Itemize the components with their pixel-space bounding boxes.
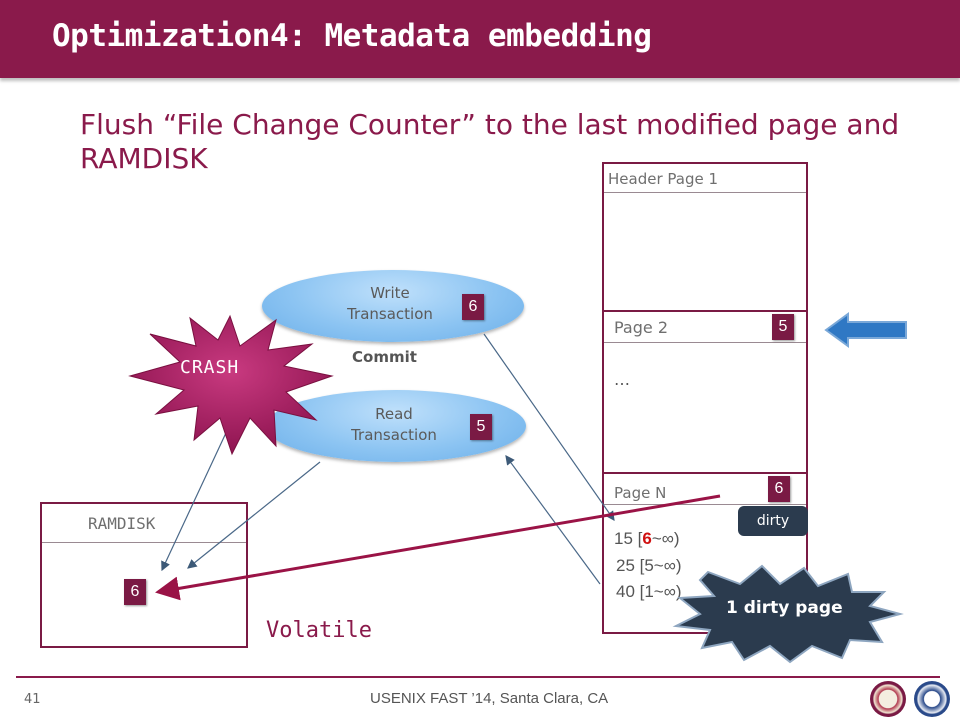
write-label-line: Write xyxy=(370,284,410,302)
slide-subtitle: Flush “File Change Counter” to the last … xyxy=(80,108,900,175)
ramdisk-counter-badge: 6 xyxy=(124,579,146,605)
database-file: Header Page 1 Page 2 … Page N xyxy=(602,162,808,634)
write-transaction-label: Write Transaction xyxy=(320,283,460,325)
page2-label: Page 2 xyxy=(614,318,668,337)
divider xyxy=(604,472,806,474)
header-page-label: Header Page 1 xyxy=(608,170,719,188)
tuple-suffix: ~∞) xyxy=(651,529,680,548)
page-number: 41 xyxy=(24,692,41,707)
callout-label: 1 dirty page xyxy=(726,598,843,618)
arrow-page-to-read xyxy=(505,455,601,585)
arrow-read-to-ramdisk xyxy=(187,461,321,569)
flush-arrow xyxy=(155,494,721,601)
read-transaction-label: Read Transaction xyxy=(324,404,464,446)
arrow-crash-to-ramdisk xyxy=(161,419,233,572)
title-bar: Optimization4: Metadata embedding xyxy=(0,0,960,78)
divider xyxy=(604,342,806,343)
read-label-line: Read xyxy=(375,405,413,423)
read-counter-badge: 5 xyxy=(470,414,492,440)
page2-counter-badge: 5 xyxy=(772,314,794,340)
divider xyxy=(604,192,806,193)
footer-text: USENIX FAST ’14, Santa Clara, CA xyxy=(370,690,609,707)
ellipsis-text: … xyxy=(614,370,630,389)
starburst-icon xyxy=(128,314,334,456)
tuple-row: 40 [1~∞) xyxy=(616,582,682,601)
crash-label: CRASH xyxy=(180,357,240,378)
write-label-line: Transaction xyxy=(347,305,433,323)
read-label-line: Transaction xyxy=(351,426,437,444)
footer-divider xyxy=(16,676,940,678)
tuple-prefix: 15 [ xyxy=(614,529,643,548)
tuple-row: 25 [5~∞) xyxy=(616,556,682,575)
slide-title: Optimization4: Metadata embedding xyxy=(52,18,652,54)
divider xyxy=(42,542,246,543)
volatile-label: Volatile xyxy=(266,618,372,643)
institution-seal-icon xyxy=(914,681,950,717)
ramdisk-box: RAMDISK xyxy=(40,502,248,648)
pageN-counter-badge: 6 xyxy=(768,476,790,502)
commit-label: Commit xyxy=(352,348,417,366)
divider xyxy=(604,504,806,505)
ramdisk-label: RAMDISK xyxy=(88,514,156,533)
arrow-write-to-pageN xyxy=(483,333,615,521)
blue-arrow-left-icon xyxy=(824,312,907,348)
divider xyxy=(604,310,806,312)
university-seal-icon xyxy=(870,681,906,717)
tuple-row: 15 [6~∞) xyxy=(614,529,680,549)
pageN-label: Page N xyxy=(614,484,667,502)
tuple-highlight: 6 xyxy=(642,529,652,548)
dirty-tag: dirty xyxy=(738,506,808,536)
write-counter-badge: 6 xyxy=(462,294,484,320)
callout-burst xyxy=(672,564,904,664)
